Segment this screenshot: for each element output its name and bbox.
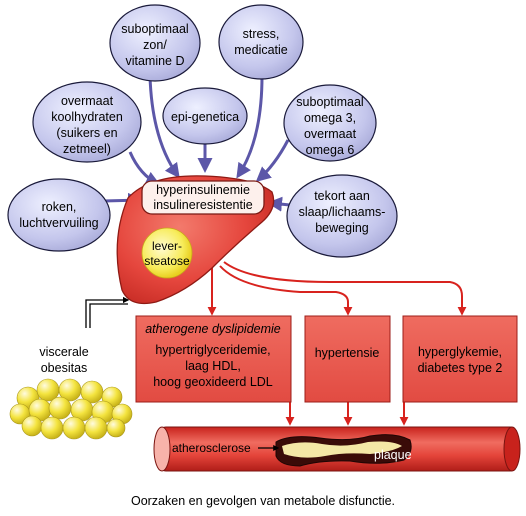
liver: hyperinsulinemie insulineresistentie lev… [116,175,275,305]
insulin-line-1: hyperinsulinemie [156,183,250,197]
plaque-label: plaque [374,448,412,462]
cause-line: zon/ [143,38,167,52]
effect-box-hypertension: hypertensie [304,315,391,403]
cause-line: roken, [42,200,77,214]
arrow-to-hyperglycemia [223,261,467,316]
fat-cells [9,378,133,440]
effect-line: diabetes type 2 [418,361,503,375]
cause-bubble-carbs: overmaat koolhydraten (suikers en zetmee… [32,81,142,163]
cause-line: suboptimaal [121,22,188,36]
effect-box-dyslipidemia: atherogene dyslipidemie hypertriglycerid… [135,315,292,403]
artery-opening [153,426,171,472]
steatosis-line-1: lever- [152,239,182,253]
steatosis-circle [141,227,193,279]
cause-line: stress, [243,27,280,41]
artery: atherosclerose plaque [153,426,521,472]
cause-bubble-omega: suboptimaal omega 3, overmaat omega 6 [283,84,377,162]
cause-line: suboptimaal [296,95,363,109]
effect-box-hyperglycemia: hyperglykemie, diabetes type 2 [402,315,518,403]
cause-bubble-stress: stress, medicatie [218,4,304,80]
visceral-connector [85,296,130,328]
cause-line: omega 6 [306,143,355,157]
visceral-line-1: viscerale [39,345,88,359]
arrow-sun [148,75,180,179]
atherosclerosis-label: atherosclerose [172,441,251,455]
arrow-to-hypertension [219,265,353,316]
cause-line: (suikers en [56,126,117,140]
artery-end [503,426,521,472]
cause-line: luchtvervuiling [19,216,98,230]
cause-bubble-epigenetics: epi-genetica [162,87,248,145]
insulin-line-2: insulineresistentie [153,198,252,212]
cause-bubble-smoking: roken, luchtvervuiling [7,178,111,252]
effect-line: hypertriglyceridemie, [155,343,270,357]
cause-line: overmaat [304,127,357,141]
plaque-deposit [282,441,402,458]
cause-line: beweging [315,221,369,235]
insulin-label-box [141,180,265,215]
cause-line: tekort aan [314,189,370,203]
effect-title: atherogene dyslipidemie [145,322,281,336]
effect-line: hyperglykemie, [418,345,502,359]
effect-line: hypertensie [315,346,380,360]
steatosis-line-2: steatose [144,254,190,268]
cause-line: omega 3, [304,111,356,125]
cause-line: zetmeel) [63,142,111,156]
cause-bubble-sleep: tekort aan slaap/lichaams- beweging [286,174,398,258]
cause-line: slaap/lichaams- [299,205,386,219]
arrow-carbs [128,151,161,186]
cause-line: vitamine D [125,54,184,68]
cause-line: overmaat [61,94,114,108]
effect-line: hoog geoxideerd LDL [153,375,273,389]
effect-arrows [207,261,467,426]
cause-line: epi-genetica [171,110,239,124]
effect-line: laag HDL, [185,359,241,373]
arrow-stress [236,75,264,179]
visceral-line-2: obesitas [41,361,88,375]
cause-line: koolhydraten [51,110,123,124]
figure-caption: Oorzaken en gevolgen van metabole disfun… [130,494,396,508]
cause-bubbles: suboptimaal zon/ vitamine D stress, medi… [7,4,398,258]
arrow-omega [255,139,290,182]
cause-bubble-sun: suboptimaal zon/ vitamine D [109,4,201,82]
cause-arrows [102,75,291,212]
cause-line: medicatie [234,43,288,57]
